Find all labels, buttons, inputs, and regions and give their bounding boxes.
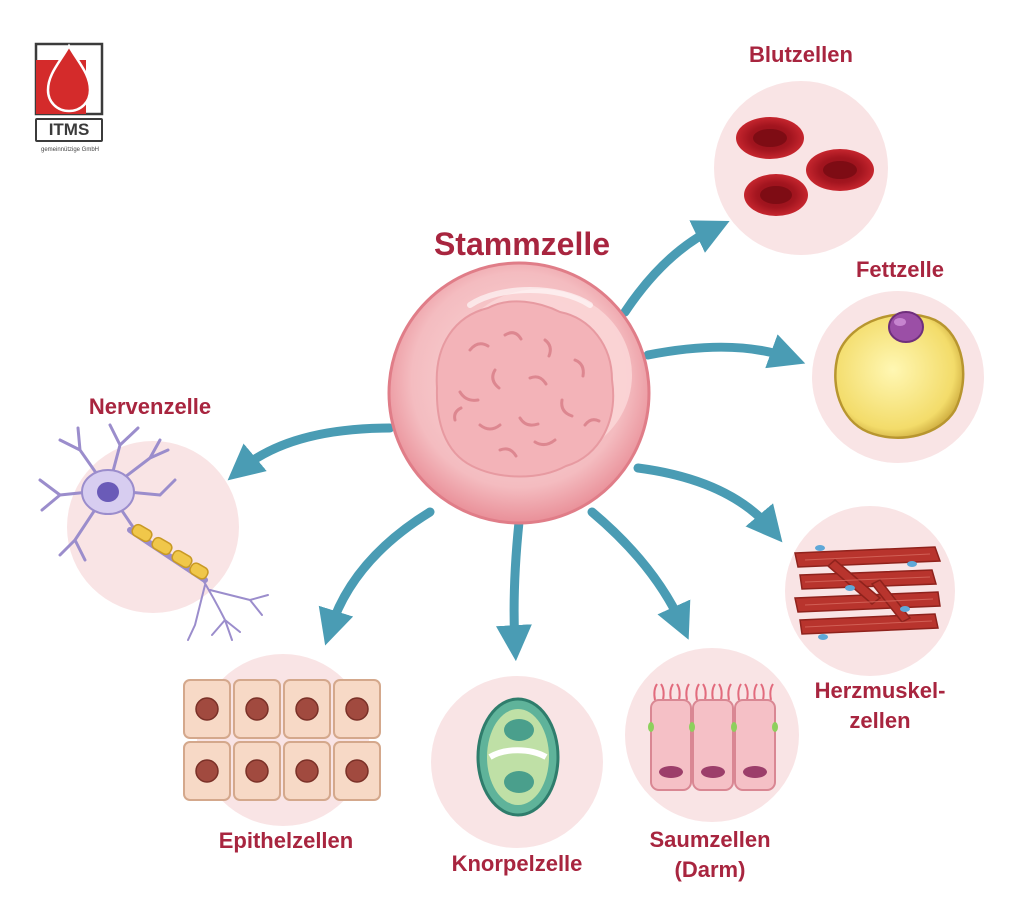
heart-muscle-cell-icon — [794, 545, 942, 640]
arrow-to-blood — [620, 220, 730, 317]
blood-label: Blutzellen — [749, 42, 853, 67]
nerve-label: Nervenzelle — [88, 394, 212, 419]
arrow-to-heart — [633, 463, 783, 543]
heart-label-line1: Herzmuskel- — [814, 678, 946, 703]
stem-cell-icon — [387, 261, 651, 525]
brush-border-cell-icon — [648, 683, 778, 791]
cartilage-label: Knorpelzelle — [451, 851, 583, 876]
arrow-to-cartilage — [495, 517, 532, 662]
arrow-to-brush — [587, 507, 691, 640]
red-blood-cell-icon — [736, 117, 874, 216]
nerve-cell-icon — [38, 423, 269, 641]
arrow-to-nerve — [227, 423, 395, 481]
epithelial-label: Epithelzellen — [218, 828, 354, 853]
heart-label-line2: zellen — [849, 708, 911, 733]
epithelial-cell-icon — [183, 679, 381, 801]
brush-label-line2: (Darm) — [674, 857, 746, 882]
logo-name: ITMS — [35, 118, 103, 142]
brush-label-line1: Saumzellen — [649, 827, 771, 852]
logo-subtitle: gemeinnützige GmbH — [40, 147, 100, 153]
arrow-to-fat — [643, 334, 806, 369]
fat-label: Fettzelle — [855, 257, 945, 282]
arrow-to-epithelial — [318, 507, 435, 646]
cartilage-cell-icon — [476, 697, 560, 817]
center-label: Stammzelle — [433, 226, 611, 262]
itms-logo-icon — [34, 42, 104, 116]
fat-cell-icon — [834, 311, 965, 439]
